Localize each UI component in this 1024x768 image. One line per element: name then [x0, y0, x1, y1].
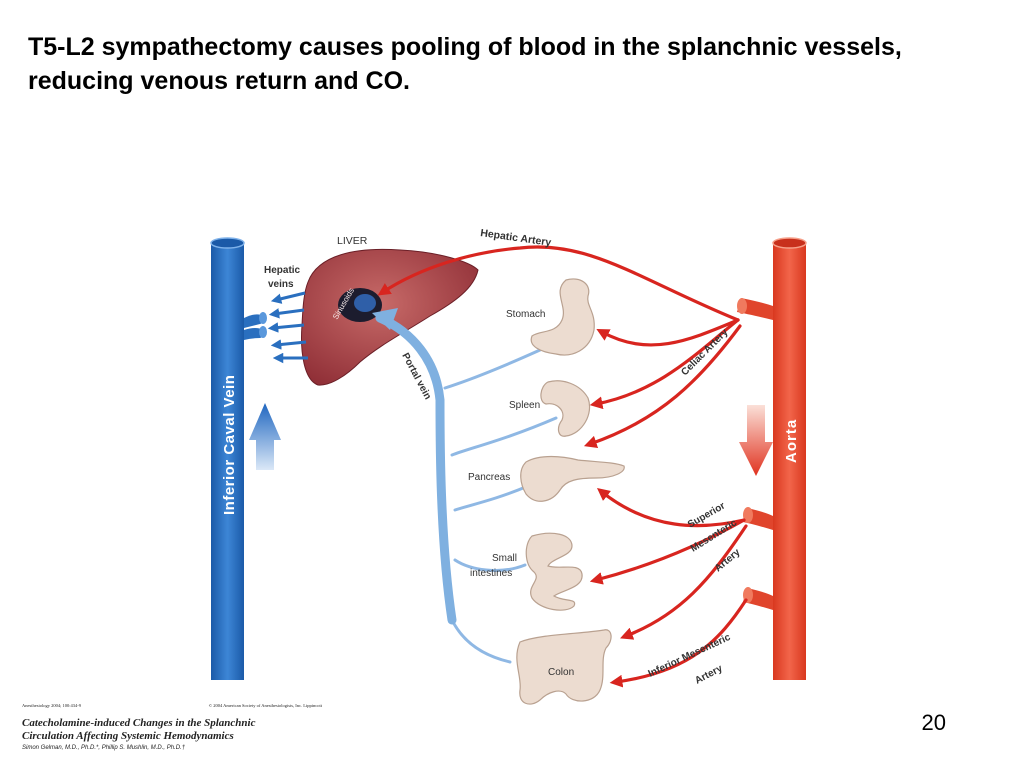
citation-journal: Anesthesiology 2004; 100:434-9	[22, 703, 81, 708]
aorta-label: Aorta	[783, 419, 800, 463]
stomach-label: Stomach	[506, 309, 545, 320]
artery-to-pancreas	[596, 488, 746, 528]
citation-authors: Simon Gelman, M.D., Ph.D.*, Phillip S. M…	[22, 745, 186, 751]
aorta	[737, 237, 807, 680]
artery-to-colon-upper	[620, 524, 748, 640]
portal-vein-tributaries	[443, 348, 558, 664]
hepatic-artery	[377, 245, 740, 322]
portal-vein	[375, 313, 457, 625]
hepatic-veins-label-line1: Hepatic	[264, 265, 301, 276]
citation-title-line1: Catecholamine-induced Changes in the Spl…	[22, 717, 256, 729]
hepatic-artery-label: Hepatic Artery	[480, 227, 553, 249]
artery-to-small-intestines	[589, 518, 746, 585]
citation-title-line2: Circulation Affecting Systemic Hemodynam…	[22, 730, 234, 742]
small-intestines-label-line1: Small	[492, 553, 517, 564]
colon-label: Colon	[548, 667, 574, 678]
slide-title: T5-L2 sympathectomy causes pooling of bl…	[28, 33, 902, 95]
arterial-branches	[377, 245, 748, 688]
inferior-caval-vein	[210, 237, 267, 680]
spleen	[540, 380, 591, 437]
artery-to-stomach	[596, 318, 740, 347]
inferior-mesenteric-label-line2: Artery	[693, 663, 725, 687]
ivc-label: Inferior Caval Vein	[221, 375, 238, 515]
aortic-flow-down-arrow	[739, 405, 773, 476]
citation-copyright: © 2004 American Society of Anesthesiolog…	[208, 703, 322, 708]
artery-to-spleen	[589, 318, 740, 410]
small-intestines	[525, 532, 583, 611]
pancreas-label: Pancreas	[468, 472, 510, 483]
citation: Anesthesiology 2004; 100:434-9 © 2004 Am…	[22, 703, 322, 751]
hepatic-vein-arrows	[267, 291, 308, 364]
artery-to-spleen-lower	[583, 324, 742, 448]
citation-title: Catecholamine-induced Changes in the Spl…	[22, 717, 322, 743]
liver-label: LIVER	[337, 235, 368, 247]
hepatic-veins-label-line2: veins	[268, 279, 294, 290]
pancreas	[520, 455, 625, 502]
colon	[516, 629, 612, 705]
slide-number: 20	[921, 710, 946, 735]
venous-return-up-arrow	[249, 403, 281, 470]
small-intestines-label-line2: intestines	[470, 568, 512, 579]
spleen-label: Spleen	[509, 400, 540, 411]
portal-vein-arrowhead	[372, 308, 398, 330]
stomach	[530, 278, 595, 356]
artery-to-colon	[609, 598, 748, 688]
citation-header: Anesthesiology 2004; 100:434-9 © 2004 Am…	[22, 703, 322, 708]
